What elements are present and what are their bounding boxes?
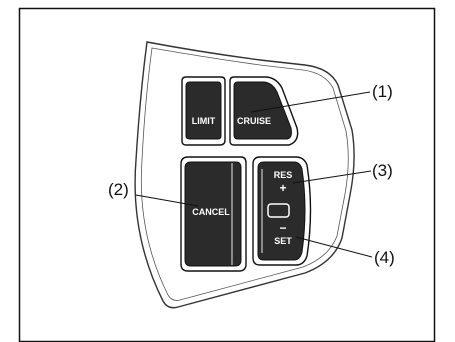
callout-2: (2) (108, 180, 129, 199)
plus-label: + (279, 181, 286, 195)
callout-1-leader (250, 91, 371, 113)
minus-label: − (279, 221, 286, 235)
res-label: RES (274, 170, 293, 180)
callout-4: (4) (374, 248, 395, 267)
cancel-button[interactable]: CANCEL (180, 156, 247, 272)
rocker-center-slot (267, 203, 290, 218)
limit-button[interactable]: LIMIT (181, 76, 226, 146)
limit-label: LIMIT (192, 116, 216, 126)
callout-3-leader (292, 170, 372, 184)
callout-4-leader (295, 236, 373, 258)
callout-3: (3) (372, 161, 393, 180)
switch-panel-inner (140, 47, 349, 301)
callout-2-leader (135, 194, 199, 207)
cruise-label: CRUISE (237, 116, 271, 126)
cancel-label: CANCEL (192, 207, 230, 217)
callout-1: (1) (372, 82, 393, 101)
res-set-rocker-switch[interactable]: RES + − SET (252, 156, 312, 266)
set-label: SET (274, 236, 292, 246)
